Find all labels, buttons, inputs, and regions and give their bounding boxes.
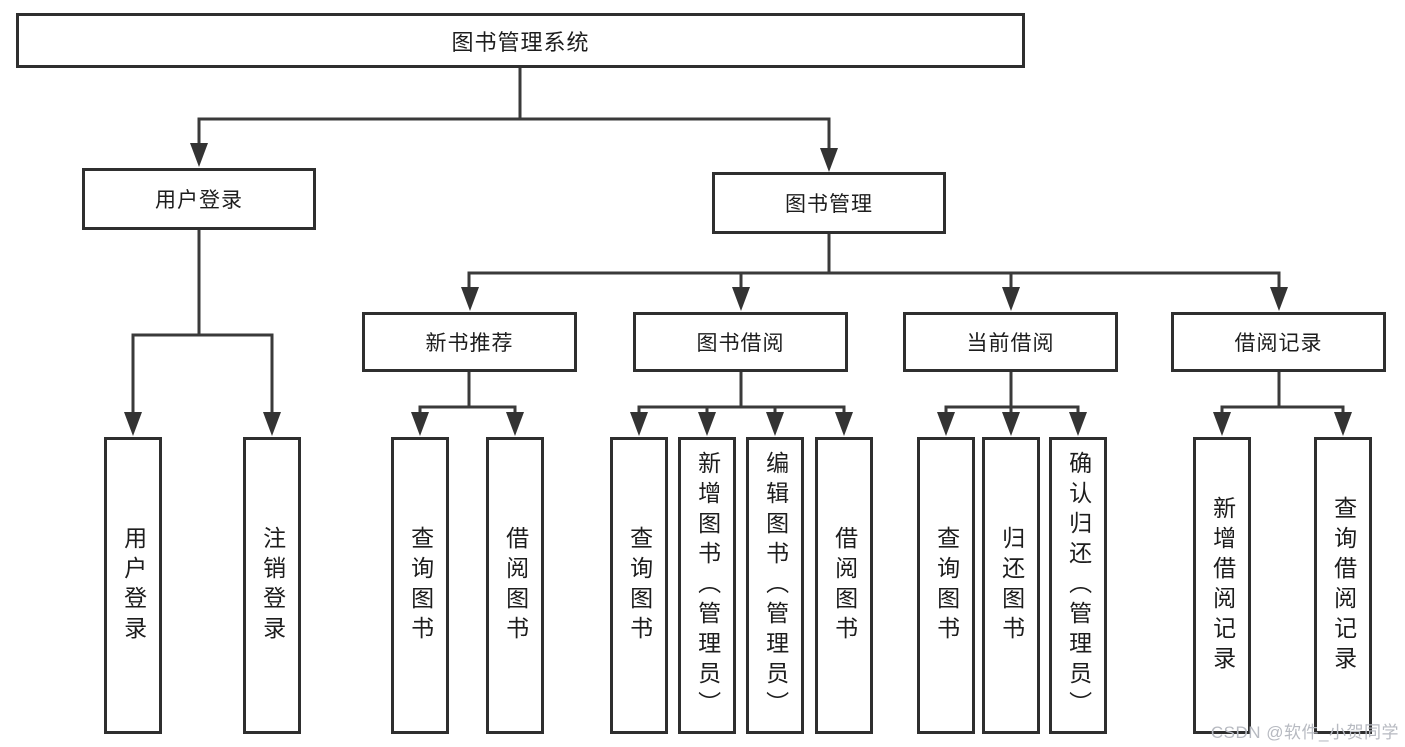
leaf-borrowing-edit-book-admin: 编辑图书（管理员）: [746, 437, 804, 734]
leaf-recommend-query-books: 查询图书: [391, 437, 449, 734]
leaf-label: 确认归还（管理员）: [1065, 450, 1092, 721]
leaf-label: 用户登录: [120, 525, 147, 646]
leaf-borrowing-query-books: 查询图书: [610, 437, 668, 734]
leaf-user-login: 用户登录: [104, 437, 162, 734]
leaf-label: 注销登录: [259, 525, 286, 646]
leaf-label: 借阅图书: [831, 525, 858, 646]
node-book-management: 图书管理: [712, 172, 946, 234]
leaf-label: 归还图书: [998, 525, 1025, 646]
leaf-label: 查询借阅记录: [1330, 495, 1357, 676]
leaf-current-confirm-return-admin: 确认归还（管理员）: [1049, 437, 1107, 734]
leaf-label: 查询图书: [933, 525, 960, 646]
leaf-current-return-books: 归还图书: [982, 437, 1040, 734]
node-new-book-recommendation: 新书推荐: [362, 312, 577, 372]
leaf-label: 查询图书: [407, 525, 434, 646]
leaf-label: 编辑图书（管理员）: [762, 450, 789, 721]
leaf-records-query-borrow-record: 查询借阅记录: [1314, 437, 1372, 734]
node-user-login: 用户登录: [82, 168, 316, 230]
leaf-logout: 注销登录: [243, 437, 301, 734]
leaf-records-add-borrow-record: 新增借阅记录: [1193, 437, 1251, 734]
node-root-system: 图书管理系统: [16, 13, 1025, 68]
leaf-current-query-books: 查询图书: [917, 437, 975, 734]
leaf-label: 新增图书（管理员）: [694, 450, 721, 721]
csdn-watermark: CSDN @软件_小贺同学: [1210, 723, 1399, 742]
node-current-borrowing: 当前借阅: [903, 312, 1118, 372]
node-book-borrowing: 图书借阅: [633, 312, 848, 372]
leaf-label: 新增借阅记录: [1209, 495, 1236, 676]
leaf-label: 查询图书: [626, 525, 653, 646]
leaf-borrowing-borrow-books: 借阅图书: [815, 437, 873, 734]
node-borrowing-records: 借阅记录: [1171, 312, 1386, 372]
tree-connector-path: [131, 66, 1345, 416]
leaf-recommend-borrow-books: 借阅图书: [486, 437, 544, 734]
leaf-borrowing-add-book-admin: 新增图书（管理员）: [678, 437, 736, 734]
arrowhead-icons: [124, 143, 1352, 436]
leaf-label: 借阅图书: [502, 525, 529, 646]
